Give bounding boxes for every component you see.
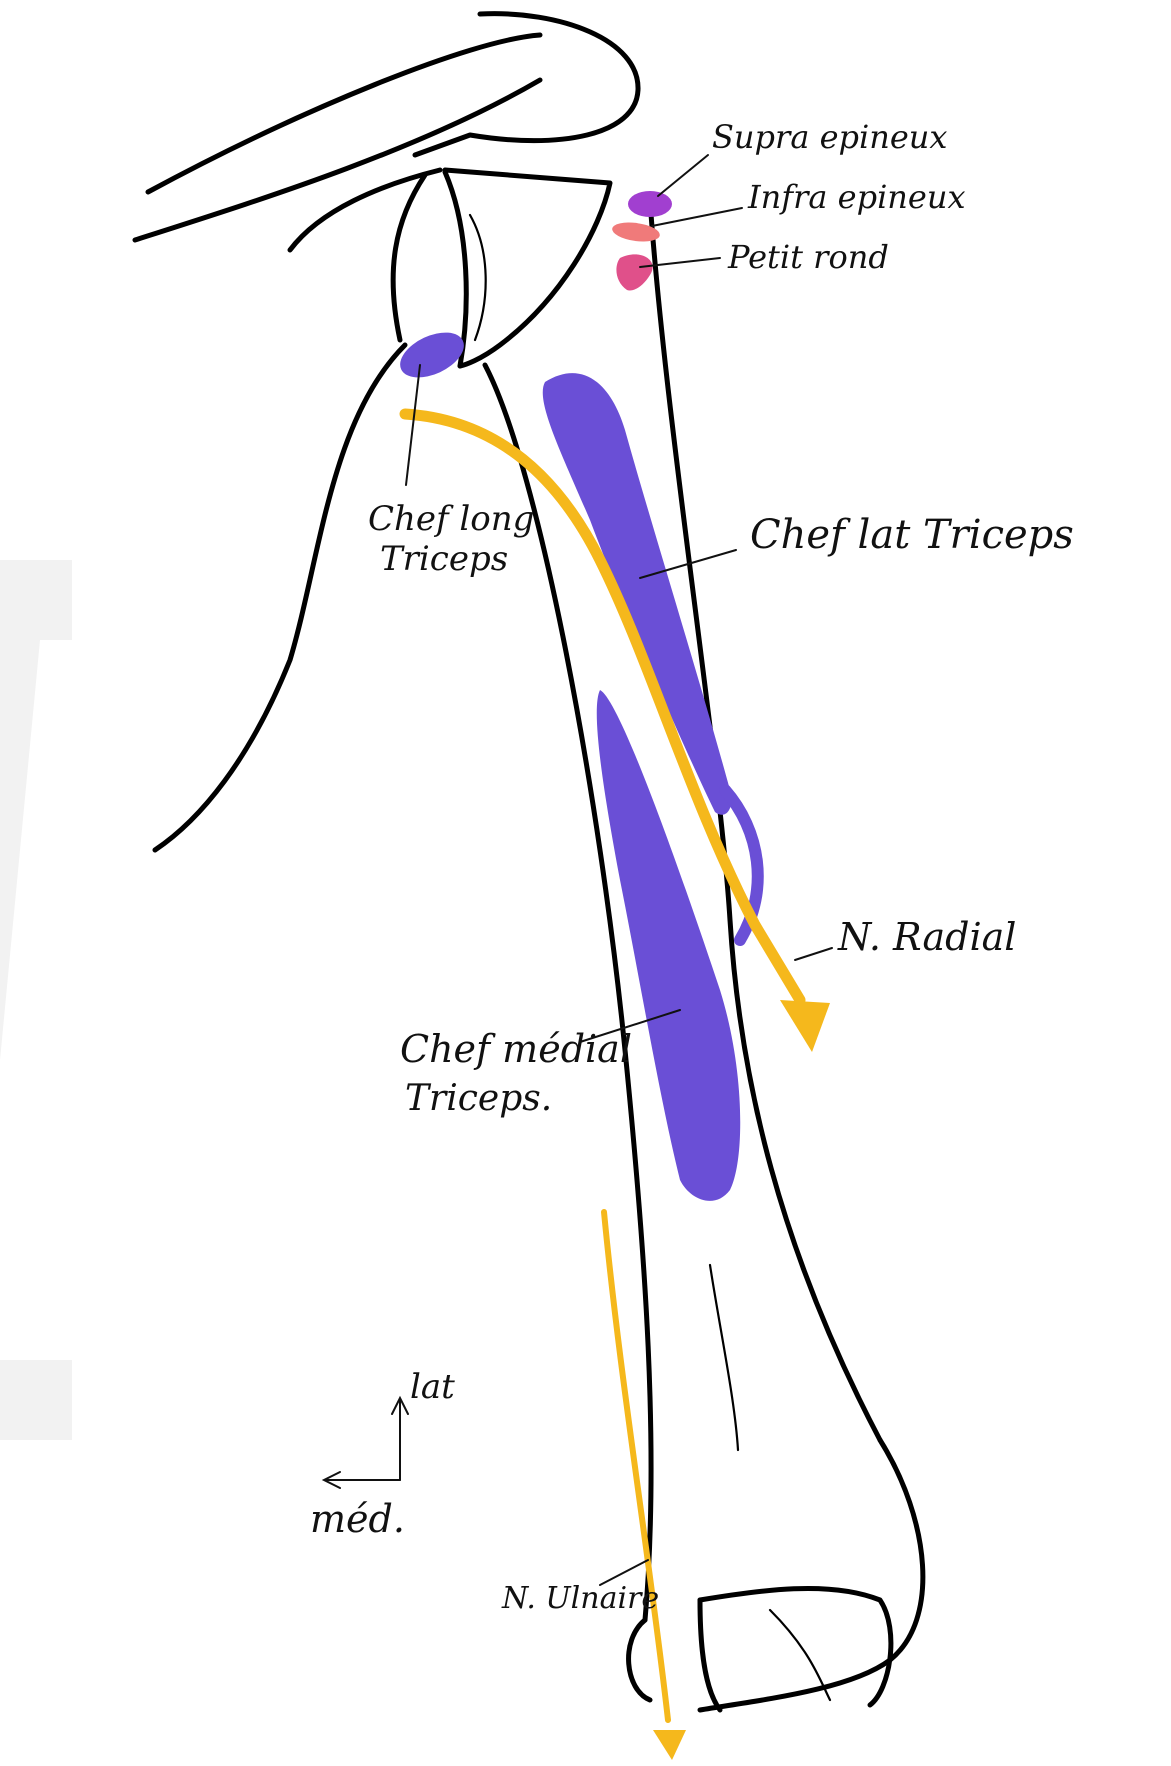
leader-radial <box>794 947 833 961</box>
leader-chef-long <box>405 364 421 486</box>
label-chef-long-line1: Chef long <box>368 499 534 539</box>
label-petit-rond: Petit rond <box>727 238 889 276</box>
leader-chef-lat <box>639 549 737 579</box>
ulnar-nerve <box>601 1209 686 1760</box>
infra-epineux-mark <box>612 222 660 242</box>
leader-chef-medial <box>579 1009 681 1043</box>
label-chef-medial-line2: Triceps. <box>405 1078 552 1119</box>
humeral-head <box>442 167 613 369</box>
leader-ulnaire <box>599 1559 649 1586</box>
radial-nerve <box>399 408 830 1052</box>
chef-lat-muscle <box>542 373 732 815</box>
label-n-radial: N. Radial <box>837 915 1016 959</box>
label-supra-epineux: Supra epineux <box>712 118 947 156</box>
label-n-ulnaire: N. Ulnaire <box>501 1581 659 1616</box>
label-orientation-lat: lat <box>410 1367 455 1407</box>
ulnar-nerve-arrowhead <box>653 1730 686 1760</box>
orientation-marker <box>321 1395 409 1489</box>
supra-epineux-mark <box>628 191 672 217</box>
label-chef-medial-line1: Chef médial <box>400 1027 632 1071</box>
leader-petit-rond <box>639 257 721 268</box>
petit-rond-mark <box>616 254 653 291</box>
label-orientation-med: méd. <box>310 1497 405 1541</box>
label-chef-lat-triceps: Chef lat Triceps <box>750 512 1074 558</box>
chef-long-insertion <box>400 332 464 378</box>
distal-epiphysis <box>626 1437 926 1713</box>
chef-medial-muscle <box>596 690 741 1201</box>
watermark-shape <box>0 560 72 1440</box>
humerus-shaft <box>482 197 883 1623</box>
scapula-outline <box>132 11 641 853</box>
label-chef-long-line2: Triceps <box>380 539 508 579</box>
leader-supra <box>657 154 709 197</box>
label-infra-epineux: Infra epineux <box>747 178 966 216</box>
leader-infra <box>651 207 743 227</box>
radial-nerve-arrowhead <box>780 1000 830 1052</box>
